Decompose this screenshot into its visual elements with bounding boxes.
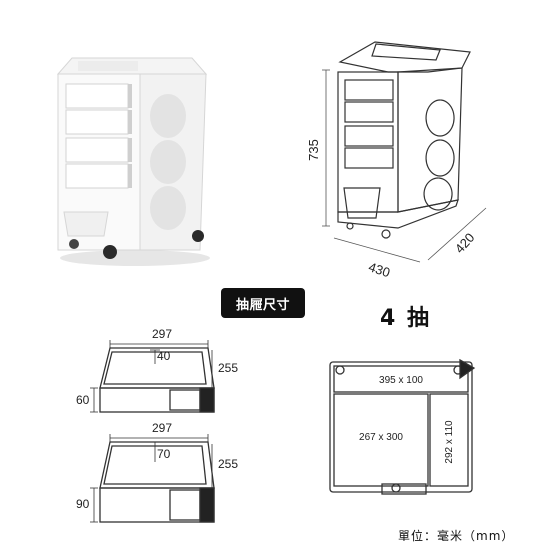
product-line-drawing	[322, 41, 487, 263]
small-drawer-width-label: 297	[152, 327, 172, 341]
main-compartment-label: 267 x 300	[359, 432, 403, 443]
overall-width-label: 430	[367, 259, 392, 280]
small-drawer-height-label: 60	[76, 393, 90, 407]
unit-note: 單位：毫米（mm）	[398, 529, 515, 543]
drawer-count-label: 4 抽	[380, 306, 431, 331]
top-compartment-label: 395 x 100	[379, 375, 423, 386]
large-drawer-inner-label: 70	[157, 447, 171, 461]
product-photo	[56, 57, 210, 266]
large-drawer-diagram	[90, 434, 215, 523]
small-drawer-inner-label: 40	[157, 349, 171, 363]
top-view-diagram	[329, 358, 476, 495]
side-compartment-label: 292 x 110	[444, 420, 455, 464]
small-drawer-diagram	[90, 340, 215, 413]
overall-depth-label: 420	[452, 230, 478, 256]
small-drawer-depth-label: 255	[218, 361, 238, 375]
large-drawer-depth-label: 255	[218, 457, 238, 471]
overall-height-label: 735	[306, 139, 321, 161]
large-drawer-width-label: 297	[152, 421, 172, 435]
large-drawer-height-label: 90	[76, 497, 90, 511]
drawer-size-badge: 抽屜尺寸	[221, 288, 305, 318]
